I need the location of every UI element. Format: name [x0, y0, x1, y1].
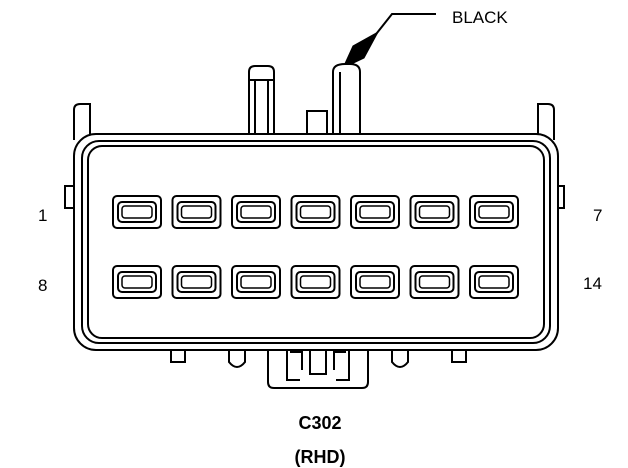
- cavity-2: [171, 195, 222, 229]
- pin-label-7: 7: [593, 206, 602, 225]
- cavity-12: [350, 265, 400, 299]
- side-guides: [64, 103, 565, 209]
- black-callout: BLACK: [341, 8, 508, 70]
- top-latches: [248, 63, 361, 139]
- cavity-7: [469, 195, 519, 229]
- cavity-11: [290, 265, 341, 299]
- connector-variant: (RHD): [295, 447, 346, 467]
- cavity-10: [231, 265, 281, 299]
- callout-label: BLACK: [452, 8, 508, 27]
- cavity-grid: [112, 195, 519, 299]
- cavity-6: [409, 195, 460, 229]
- pin-label-8: 8: [38, 276, 47, 295]
- callout-arrow: [341, 30, 380, 70]
- pin-label-1: 1: [38, 206, 47, 225]
- bottom-features: [170, 342, 467, 389]
- cavity-5: [350, 195, 400, 229]
- cavity-8: [112, 265, 162, 299]
- cavity-1: [112, 195, 162, 229]
- connector-housing: [73, 133, 559, 351]
- cavity-9: [171, 265, 222, 299]
- cavity-13: [409, 265, 460, 299]
- pin-label-14: 14: [583, 274, 602, 293]
- cavity-3: [231, 195, 281, 229]
- connector-id: C302: [298, 413, 341, 433]
- cavity-4: [290, 195, 341, 229]
- cavity-14: [469, 265, 519, 299]
